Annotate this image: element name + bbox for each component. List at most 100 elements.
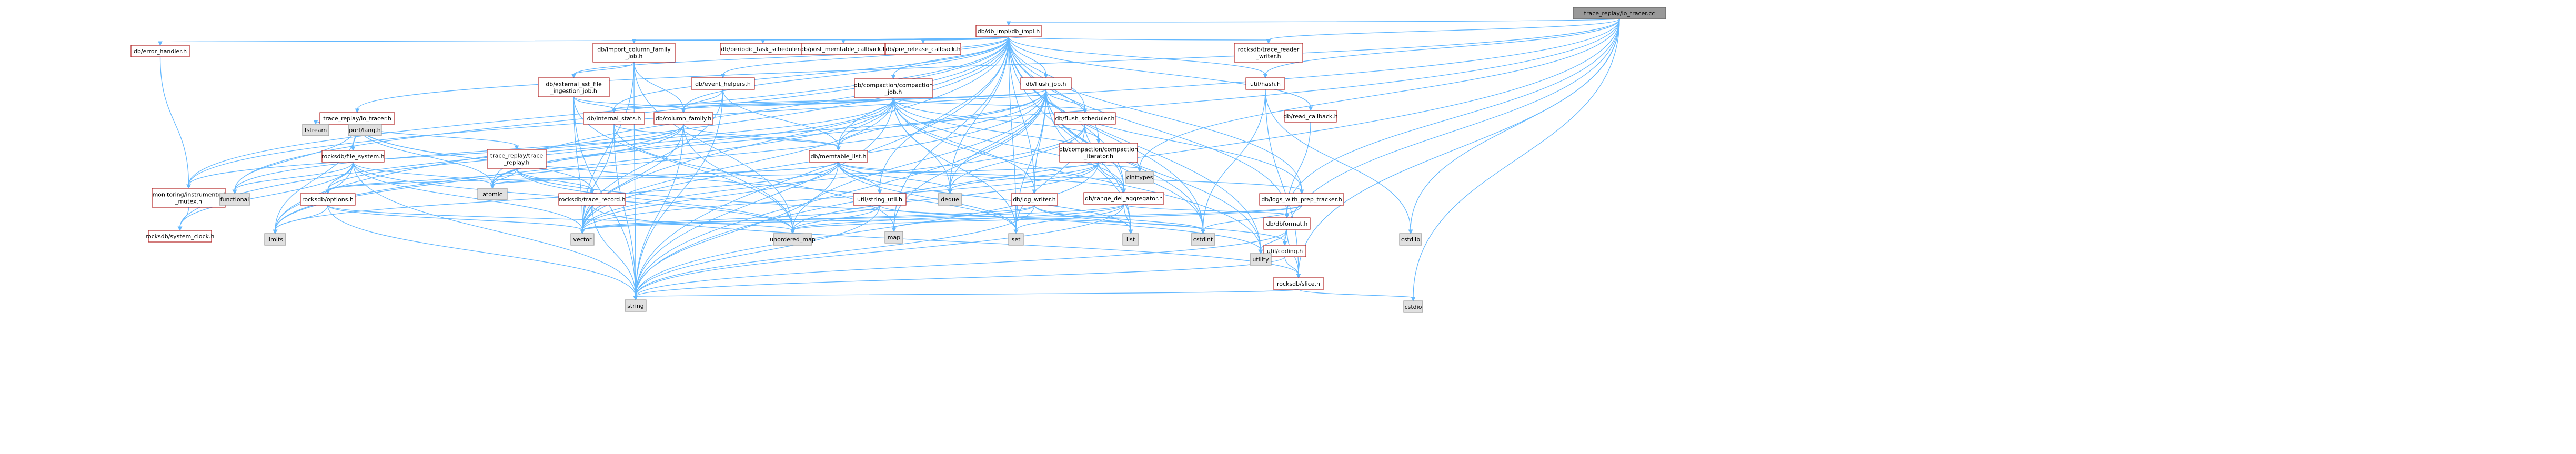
node-logwriter[interactable]: db/log_writer.h (1011, 193, 1058, 206)
node-slice[interactable]: rocksdb/slice.h (1273, 277, 1324, 290)
node-label: _mutex.h (175, 198, 202, 205)
node-box (1263, 245, 1306, 257)
node-box (302, 124, 329, 136)
node-periodic[interactable]: db/periodic_task_scheduler.h (720, 43, 806, 55)
edge-import-to-columnfamily (633, 62, 684, 110)
arrowhead-rangedel-to-list (1128, 229, 1133, 235)
arrowhead-root-to-iotracer (355, 108, 360, 114)
edge-filesystem-to-vector (353, 162, 583, 231)
node-label: atomic (482, 191, 502, 198)
node-label: _writer.h (1255, 53, 1281, 60)
node-box (625, 299, 647, 312)
node-instrmutex[interactable]: monitoring/instrumented_mutex.h (152, 188, 226, 208)
node-tracereader[interactable]: rocksdb/trace_reader_writer.h (1234, 43, 1303, 63)
node-rangedel[interactable]: db/range_del_aggregator.h (1083, 192, 1164, 205)
node-flushjob[interactable]: db/flush_job.h (1020, 77, 1072, 90)
edge-options-to-string (327, 205, 636, 297)
node-label: limits (267, 236, 283, 243)
node-compiter[interactable]: db/compaction/compaction_iterator.h (1059, 143, 1138, 163)
node-dbimpl[interactable]: db/db_impl/db_impl.h (975, 25, 1042, 37)
node-map: map (884, 231, 903, 244)
node-label: db/compaction/compaction (1059, 146, 1138, 153)
arrowhead-compaction-to-compiter (1096, 139, 1101, 144)
node-label: rocksdb/options.h (302, 196, 354, 203)
edge-compaction-to-atomic (492, 97, 894, 186)
node-label: db/pre_release_callback.h (886, 46, 960, 53)
edge-dbimpl-to-postmem (843, 36, 1009, 41)
node-readcb[interactable]: db/read_callback.h (1283, 110, 1338, 123)
node-box (583, 112, 645, 125)
node-logsprep[interactable]: db/logs_with_prep_tracker.h (1259, 193, 1344, 206)
node-internalstats[interactable]: db/internal_stats.h (583, 112, 645, 125)
edge-stringutil-to-vector (582, 205, 880, 231)
node-postmem[interactable]: db/post_memtable_callback.h (800, 43, 887, 55)
edge-root-to-dbformat (1286, 18, 1620, 215)
node-errhandler[interactable]: db/error_handler.h (130, 45, 190, 57)
node-compaction[interactable]: db/compaction/compaction_job.h (854, 78, 933, 98)
node-box (1054, 112, 1116, 125)
node-label: trace_replay/io_tracer.h (323, 115, 391, 122)
node-sysclock[interactable]: rocksdb/system_clock.h (146, 230, 215, 243)
arrowhead-rangedel-to-dbformat (1284, 214, 1290, 219)
node-label: _job.h (884, 89, 902, 96)
edge-tracereplay-to-tracerecord (516, 168, 593, 191)
arrowhead-hash-to-cstdlib (1408, 229, 1413, 235)
edge-extsst-to-internalstats (573, 96, 615, 110)
node-filesystem[interactable]: rocksdb/file_system.h (321, 150, 385, 163)
node-box (1273, 277, 1324, 290)
node-box (264, 233, 286, 246)
node-stringutil[interactable]: util/string_util.h (853, 193, 907, 206)
arrowhead-dbimpl-to-periodic (760, 39, 766, 44)
node-box (300, 193, 356, 206)
edge-options-to-unorderedmap (327, 205, 793, 231)
node-box (938, 193, 962, 206)
edge-flushjob-to-columnfamily (683, 89, 1046, 110)
arrowhead-instrmutex-to-sysclock (177, 226, 183, 231)
edge-eventhelpers-to-string (635, 89, 723, 297)
node-columnfamily[interactable]: db/column_family.h (653, 112, 713, 125)
edge-options-to-limits (275, 205, 328, 231)
node-label: db/error_handler.h (134, 48, 187, 55)
edge-extsst-to-columnfamily (573, 96, 684, 110)
edge-flushjob-to-logsprep (1045, 89, 1302, 191)
node-box (975, 25, 1042, 37)
edge-extsst-to-vector (573, 96, 583, 231)
arrowhead-tracereplay-to-atomic (490, 184, 495, 189)
arrowhead-logsprep-to-unorderedmap (790, 229, 795, 235)
node-import[interactable]: db/import_column_family_job.h (592, 43, 676, 63)
node-label: cstdint (1193, 236, 1213, 243)
edge-compiter-to-string (635, 162, 1099, 297)
node-coding[interactable]: util/coding.h (1263, 245, 1306, 257)
node-dbformat[interactable]: db/dbformat.h (1263, 217, 1311, 230)
arrowhead-dbformat-to-coding (1282, 241, 1287, 246)
node-deque: deque (938, 193, 962, 206)
node-box (884, 231, 903, 244)
node-tracerecord[interactable]: rocksdb/trace_record.h (558, 193, 626, 206)
node-root[interactable]: trace_replay/io_tracer.cc (1573, 7, 1666, 19)
node-box (801, 43, 886, 55)
node-memtablelist[interactable]: db/memtable_list.h (809, 150, 868, 163)
node-label: monitoring/instrumented (153, 191, 225, 198)
edge-options-to-vector (327, 205, 583, 231)
edge-dbimpl-to-string (635, 36, 1009, 297)
node-eventhelpers[interactable]: db/event_helpers.h (691, 77, 755, 90)
edge-eventhelpers-to-columnfamily (683, 89, 723, 110)
node-hash[interactable]: util/hash.h (1245, 77, 1285, 90)
edge-dbimpl-to-deque (949, 36, 1009, 191)
edge-compaction-to-logwriter (893, 97, 1035, 191)
node-label: vector (573, 236, 592, 243)
node-prerelease[interactable]: db/pre_release_callback.h (885, 43, 961, 55)
node-label: db/log_writer.h (1013, 196, 1056, 203)
node-iotracer[interactable]: trace_replay/io_tracer.h (319, 112, 395, 125)
node-extsst[interactable]: db/external_sst_file_ingestion_job.h (538, 77, 610, 97)
edge-flushjob-to-internalstats (613, 89, 1046, 110)
edge-memtablelist-to-stringutil (838, 162, 880, 191)
edge-dbimpl-to-columnfamily (683, 36, 1009, 110)
arrowhead-tracereplay-to-tracerecord (590, 189, 595, 195)
edge-compaction-to-string (635, 97, 894, 297)
node-cstdio: cstdio (1403, 300, 1423, 313)
node-label: db/read_callback.h (1283, 113, 1337, 120)
node-tracereplay[interactable]: trace_replay/trace_replay.h (487, 149, 547, 169)
node-flushsched[interactable]: db/flush_scheduler.h (1054, 112, 1116, 125)
node-options[interactable]: rocksdb/options.h (300, 193, 356, 206)
